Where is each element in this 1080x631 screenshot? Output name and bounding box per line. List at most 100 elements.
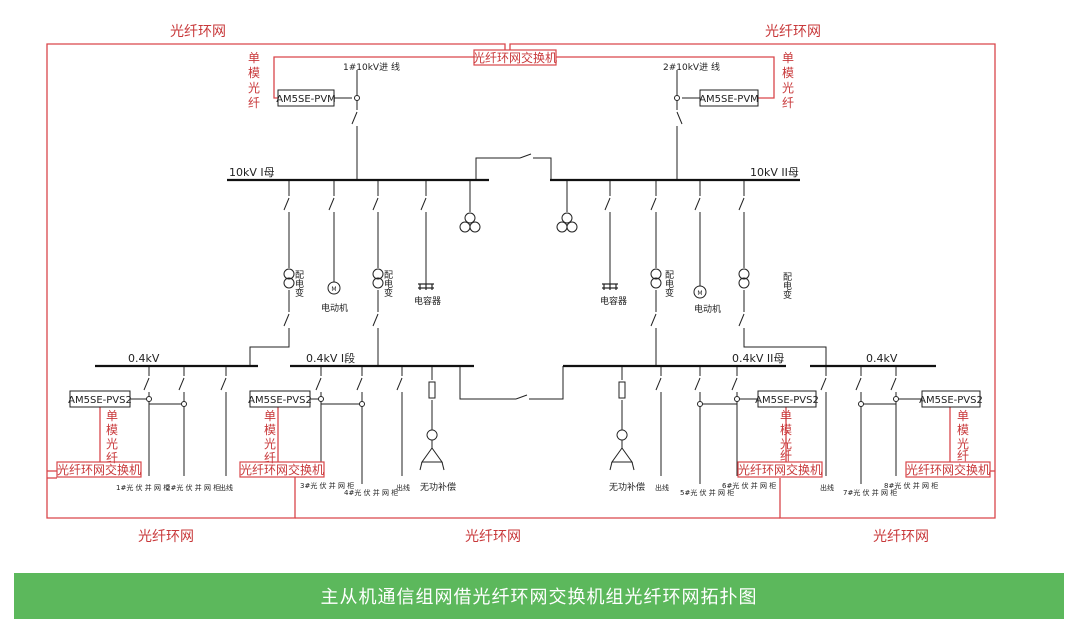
transformer-icon [738,268,750,289]
bus-10kv-2-label: 10kV II母 [750,166,799,179]
svg-text:纤: 纤 [780,449,792,463]
power-wiring [130,70,922,484]
ring-label-bottom-right: 光纤环网 [873,529,929,545]
pvs-label-4: AM5SE-PVS2 [919,395,983,406]
svg-text:单: 单 [782,51,794,65]
motor-label-left: 电动机 [321,302,348,314]
fiber-ring-lines [46,43,996,519]
switch-label-top: 光纤环网交换机 [473,50,557,65]
pv-cabinet-label-6: 6#光 伏 并 网 柜 [722,481,776,490]
pvs-label-1: AM5SE-PVS2 [68,395,132,406]
pvm-box-right [699,89,759,107]
svg-text:模: 模 [957,423,969,437]
fiber-label-top-left: 单 模 光 纤 [248,51,260,110]
ring-label-top-left: 光纤环网 [170,24,226,40]
outline-label-3: 出线 [655,483,669,492]
switch-label-1: 光纤环网交换机 [57,462,141,477]
compensation-icon [609,429,635,471]
svg-text:模: 模 [782,66,794,80]
outline-label-4: 出线 [820,483,834,492]
svg-text:光: 光 [957,437,969,451]
transformer-icon [372,268,384,289]
compensation-icon [419,429,445,471]
caption-text: 主从机通信组网借光纤环网交换机组光纤环网拓扑图 [320,587,758,608]
capacitor-label-left: 电容器 [414,295,441,307]
bus-04kv-left-label: 0.4kV [128,352,160,365]
pv-cabinet-label-7: 7#光 伏 并 网 柜 [843,488,897,497]
transformer-label-2: 配电变 [382,270,393,298]
motor-letter-left: M [331,286,336,293]
main-transformer-icon [459,212,481,233]
ring-label-top-right: 光纤环网 [765,24,821,40]
svg-text:光: 光 [248,81,260,95]
svg-text:模: 模 [106,423,118,437]
svg-text:单: 单 [106,409,118,423]
outline-label-2: 出线 [396,483,410,492]
pvs-box-4 [921,390,981,408]
pv-cabinet-label-5: 5#光 伏 并 网 柜 [680,488,734,497]
fiber-label-bottom-2: 单 模 光 纤 [264,409,276,465]
bus-04kv-2-label: 0.4kV II母 [732,352,784,365]
svg-text:光: 光 [106,437,118,451]
svg-text:光: 光 [782,81,794,95]
svg-text:单: 单 [780,409,792,423]
fiber-label-bottom-1: 单 模 光 纤 [106,409,118,465]
svg-text:纤: 纤 [782,96,794,110]
transformer-icon [650,268,662,289]
svg-text:模: 模 [780,423,792,437]
comp-label-right: 无功补偿 [609,481,645,493]
svg-text:纤: 纤 [248,96,260,110]
main-transformer-icon [556,212,578,233]
svg-text:单: 单 [264,409,276,423]
capacitor-label-right: 电容器 [600,295,627,307]
outline-label-1: 出线 [219,483,233,492]
bus-bars [95,178,936,368]
transformer-label-4: 配电变 [781,272,792,300]
pvs-box-3 [757,390,817,408]
switch-box-4 [905,461,991,478]
svg-text:单: 单 [248,51,260,65]
bus-10kv-1-label: 10kV I母 [229,166,275,179]
switch-label-4: 光纤环网交换机 [906,462,990,477]
caption-banner: 主从机通信组网借光纤环网交换机组光纤环网拓扑图 [14,573,1064,619]
pv-cabinet-label-3: 3#光 伏 并 网 柜 [300,481,354,490]
svg-text:纤: 纤 [106,451,118,465]
comp-label-left: 无功补偿 [420,481,456,493]
pvm-label-left: AM5SE-PVM [276,94,336,105]
fuse-icon [618,381,626,399]
capacitor-icon [418,283,434,290]
ring-label-bottom-middle: 光纤环网 [465,529,521,545]
motor-icon [327,281,341,295]
svg-text:光: 光 [780,437,792,451]
bus-04kv-1-label: 0.4kV I段 [306,351,355,365]
svg-text:模: 模 [248,66,260,80]
pvm-label-right: AM5SE-PVM [699,94,759,105]
transformer-label-3: 配电变 [663,270,674,298]
svg-text:纤: 纤 [957,449,969,463]
transformer-label-1: 配电变 [293,270,304,298]
svg-text:纤: 纤 [264,451,276,465]
pvs-label-2: AM5SE-PVS2 [248,395,312,406]
switch-box-2 [239,461,325,478]
svg-text:单: 单 [957,409,969,423]
incoming-line-2-label: 2#10kV进 线 [663,61,720,73]
switch-box-3 [737,461,823,478]
capacitor-icon [602,283,618,290]
pv-cabinet-label-1: 1#光 伏 并 网 柜 [116,483,170,492]
transformer-icon [283,268,295,289]
switch-label-2: 光纤环网交换机 [240,462,324,477]
motor-icon [693,285,707,299]
pv-cabinet-label-8: 8#光 伏 并 网 柜 [884,481,938,490]
switch-label-3: 光纤环网交换机 [738,462,822,477]
pv-cabinet-label-2: 2#光 伏 并 网 柜 [166,483,220,492]
fiber-label-top-right: 单 模 光 纤 [782,51,794,110]
node-dots [146,95,899,407]
incoming-line-1-label: 1#10kV进 线 [343,61,400,73]
svg-text:模: 模 [264,423,276,437]
pv-cabinet-label-4: 4#光 伏 并 网 柜 [344,488,398,497]
switch-box-1 [56,461,142,478]
fuse-icon [428,381,436,399]
pvs-box-1 [69,390,131,408]
ring-label-bottom-left: 光纤环网 [138,529,194,545]
fiber-label-bottom-4: 单 模 光 纤 [957,409,969,463]
